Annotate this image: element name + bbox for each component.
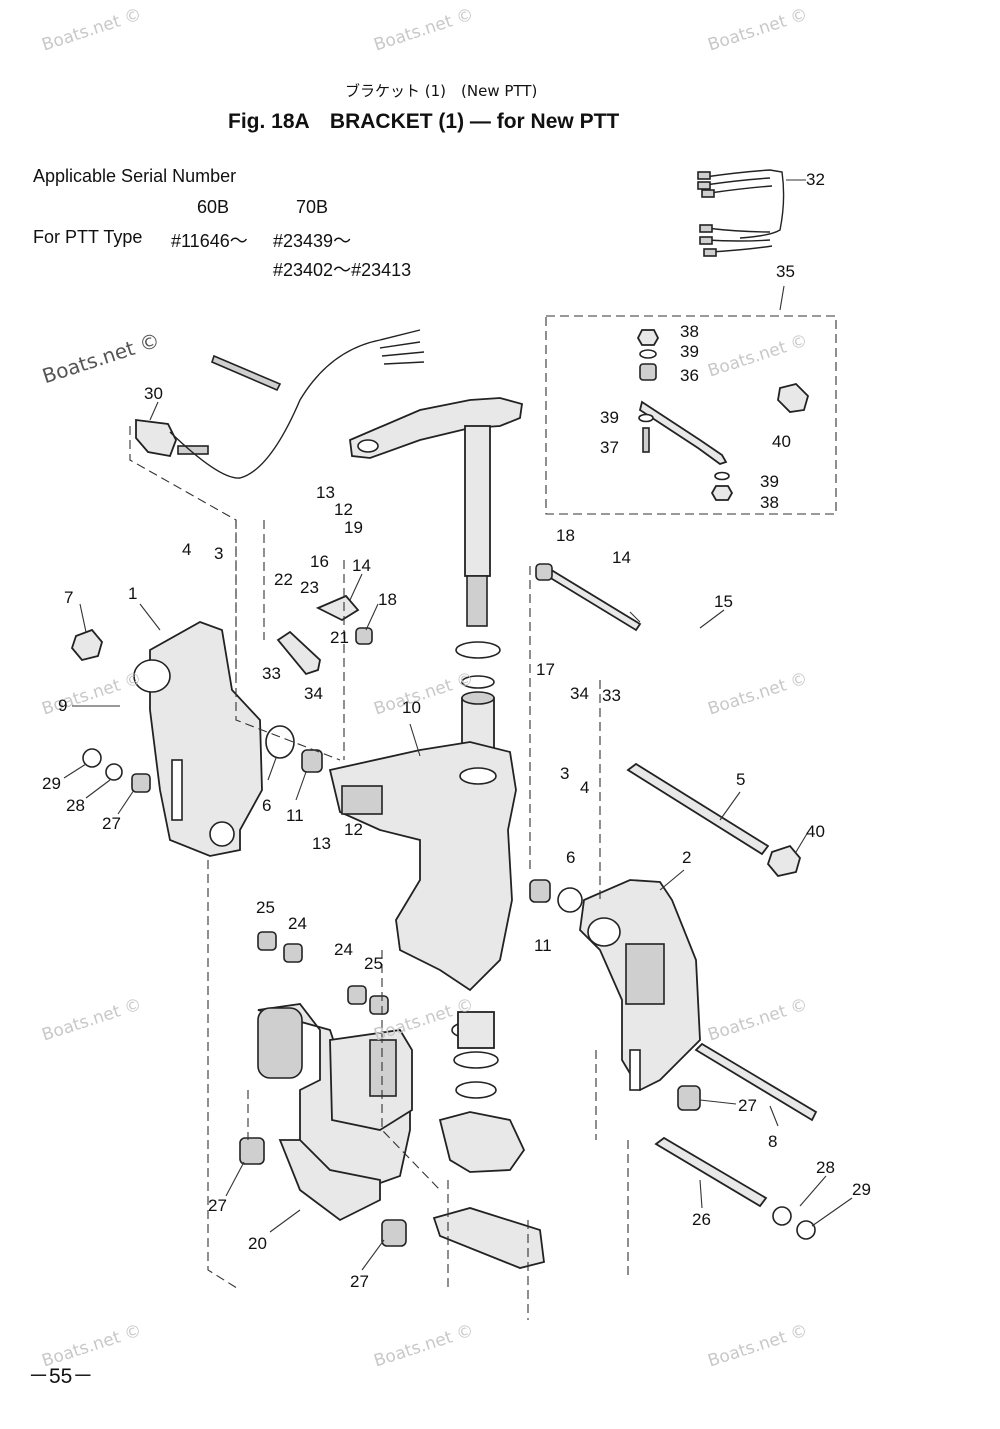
callout-13: 13: [316, 483, 335, 502]
lower-mount: [438, 1111, 526, 1173]
callout-19: 19: [344, 518, 363, 537]
callout-27: 27: [102, 814, 121, 833]
callout-30: 30: [144, 384, 163, 403]
figure-title: Fig. 18A BRACKET (1) — for New PTT: [228, 110, 620, 133]
callout-28: 28: [816, 1158, 835, 1177]
subassembly-35-box: [545, 315, 837, 515]
serial-col-70b: 70B: [296, 197, 329, 217]
part-5-tilt-tube: [626, 762, 770, 856]
callout-28: 28: [66, 796, 85, 815]
callout-6: 6: [262, 796, 272, 815]
part-8-thru-tube: [694, 1042, 818, 1122]
part-21-pin: [276, 630, 321, 676]
callout-14: 14: [352, 556, 371, 575]
callout-29: 29: [852, 1180, 871, 1199]
callout-7: 7: [64, 588, 74, 607]
part-14-rod: [542, 566, 642, 632]
swivel-bore: [459, 767, 497, 785]
callout-34: 34: [304, 684, 323, 703]
serial-row-label: For PTT Type: [33, 227, 143, 247]
callout-25: 25: [256, 898, 275, 917]
callout-36: 36: [680, 366, 699, 385]
callout-16: 16: [310, 552, 329, 571]
callout-3: 3: [214, 544, 224, 563]
callout-11: 11: [286, 806, 304, 825]
callout-5: 5: [736, 770, 746, 789]
callout-4: 4: [182, 540, 192, 559]
callout-9: 9: [58, 696, 68, 715]
callout-8: 8: [768, 1132, 778, 1151]
callout-25: 25: [364, 954, 383, 973]
callout-29: 29: [42, 774, 61, 793]
assembly-dashed-lines: [129, 426, 629, 1320]
callout-15: 15: [714, 592, 733, 611]
callout-39: 39: [760, 472, 779, 491]
callout-2: 2: [682, 848, 692, 867]
callout-40: 40: [772, 432, 791, 451]
part-26-thru-tube: [654, 1136, 768, 1208]
page-number: －55－: [28, 1365, 94, 1388]
callout-10: 10: [402, 698, 421, 717]
callout-3: 3: [560, 764, 570, 783]
callout-26: 26: [692, 1210, 711, 1229]
callout-21: 21: [330, 628, 349, 647]
callout-12: 12: [344, 820, 363, 839]
callout-38: 38: [680, 322, 699, 341]
serial-col-60b: 60B: [197, 197, 230, 217]
part-32-wire-harness: [697, 169, 785, 257]
part-35-tilt-rod-link: [636, 329, 810, 501]
serial-60b-value: #11646～: [171, 231, 248, 251]
callout-37: 37: [600, 438, 619, 457]
callout-20: 20: [248, 1234, 267, 1253]
callout-1: 1: [128, 584, 138, 603]
callout-40: 40: [806, 822, 825, 841]
japanese-title: ブラケット (1) (New PTT): [345, 82, 538, 100]
serial-70b-value: #23439～: [273, 231, 352, 251]
callout-12: 12: [334, 500, 353, 519]
callout-18: 18: [556, 526, 575, 545]
callout-14: 14: [612, 548, 631, 567]
callout-33: 33: [262, 664, 281, 683]
callout-17: 17: [536, 660, 555, 679]
callout-24: 24: [288, 914, 307, 933]
callout-34: 34: [570, 684, 589, 703]
callout-24: 24: [334, 940, 353, 959]
callout-6: 6: [566, 848, 576, 867]
callout-39: 39: [600, 408, 619, 427]
callout-22: 22: [274, 570, 293, 589]
callout-33: 33: [602, 686, 621, 705]
callout-39: 39: [680, 342, 699, 361]
serial-70b-range: #23402～#23413: [273, 260, 412, 280]
swivel-window: [341, 785, 383, 815]
part-1-clamp-bracket: [149, 621, 263, 857]
callout-38: 38: [760, 493, 779, 512]
anode-plate: [432, 1207, 545, 1269]
callout-35: 35: [776, 262, 795, 281]
leader-lines: [63, 179, 853, 1271]
callout-4: 4: [580, 778, 590, 797]
part-20-ptt-unit: [257, 1003, 413, 1222]
callout-27: 27: [350, 1272, 369, 1291]
callout-27: 27: [208, 1196, 227, 1215]
callout-11: 11: [534, 936, 552, 955]
callout-13: 13: [312, 834, 331, 853]
part-30-trim-sender: [135, 329, 425, 479]
callout-27: 27: [738, 1096, 757, 1115]
callout-23: 23: [300, 578, 319, 597]
small-hardware: [70, 563, 816, 1247]
callout-18: 18: [378, 590, 397, 609]
serial-heading: Applicable Serial Number: [33, 166, 237, 186]
callout-32: 32: [806, 170, 825, 189]
